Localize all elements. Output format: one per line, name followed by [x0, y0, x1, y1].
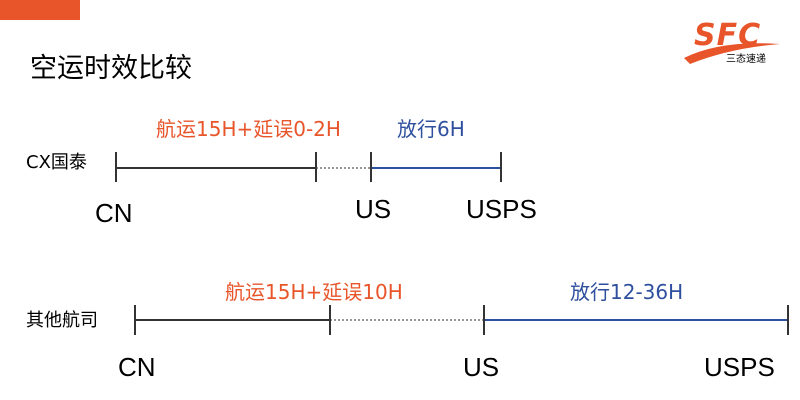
page-title: 空运时效比较 — [30, 53, 192, 84]
row2-release-label: 放行12-36H — [570, 280, 684, 304]
row1-release-label: 放行6H — [397, 117, 465, 141]
row1-node-us: US — [355, 194, 392, 224]
logo-subtitle: 三态速递 — [726, 54, 766, 65]
accent-bar — [0, 0, 80, 20]
row2-node-cn: CN — [118, 352, 156, 382]
logo-swoosh-icon — [684, 43, 780, 64]
row2-node-us: US — [463, 352, 500, 382]
row1-node-usps: USPS — [466, 194, 537, 224]
row1-flight-label: 航运15H+延误0-2H — [156, 117, 341, 141]
row1-label: CX国泰 — [26, 152, 87, 173]
row2-node-usps: USPS — [704, 352, 775, 382]
row1-node-cn: CN — [95, 198, 133, 228]
row2-flight-label: 航运15H+延误10H — [225, 280, 403, 304]
logo-brand: SFC — [694, 18, 762, 53]
sfc-logo: SFC 三态速递 — [680, 18, 784, 66]
row2-label: 其他航司 — [26, 310, 98, 331]
